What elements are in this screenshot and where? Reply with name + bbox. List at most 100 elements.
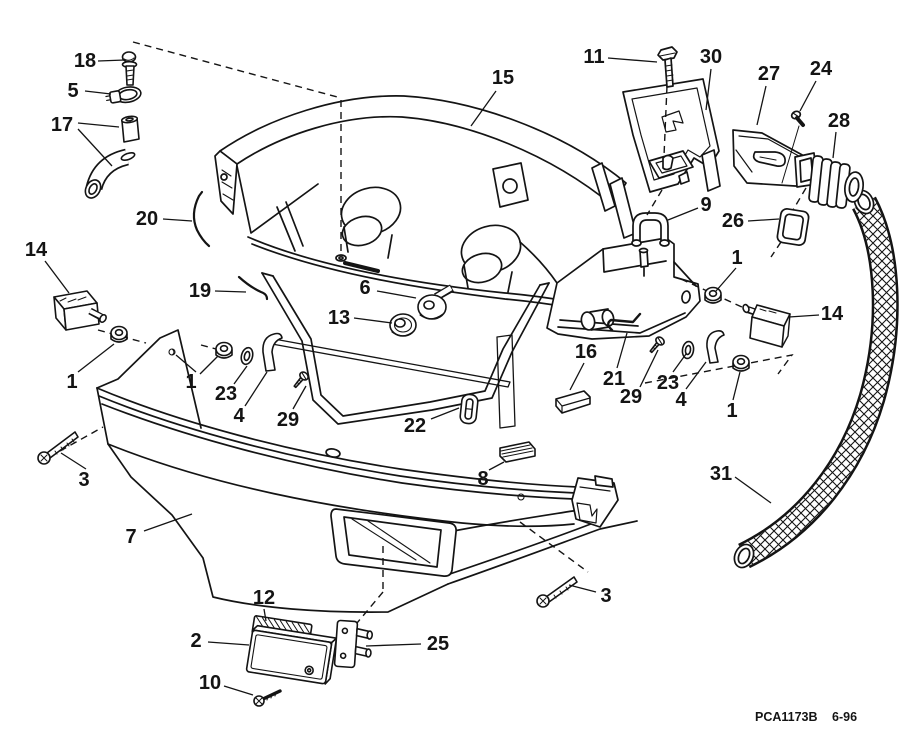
callout-5-1: 5 (67, 80, 78, 102)
part-18-screw (123, 52, 137, 85)
callout-18-0: 18 (74, 50, 96, 72)
callout-4-35: 4 (675, 389, 687, 411)
leader-line-1-8-0 (77, 343, 115, 373)
callout-15-21: 15 (492, 67, 514, 89)
leader-line-31-37-0 (734, 476, 772, 504)
callout-6-6: 6 (359, 277, 370, 299)
callout-1-8: 1 (66, 371, 77, 393)
callout-28-26: 28 (828, 110, 850, 132)
callout-24-25: 24 (810, 58, 833, 80)
leader-line-19-5-0 (214, 290, 247, 293)
leader-line-30-23-0 (705, 68, 712, 111)
part-31-water-hose (731, 187, 885, 570)
leader-line-17-2-1 (77, 128, 113, 167)
dash-bolt11-axis (646, 85, 668, 216)
leader-line-8-20-0 (488, 461, 505, 471)
callout-9-27: 9 (700, 194, 711, 216)
callout-12-15: 12 (253, 587, 275, 609)
part-24-screw (782, 110, 803, 183)
drawing-code: PCA1173B (755, 710, 818, 724)
leader-line-20-3-0 (162, 218, 193, 222)
part-21-latch-rod (608, 314, 640, 330)
part-3-bolt-left (38, 432, 78, 464)
part-16-block (556, 391, 590, 413)
part-17-hose-elbow (82, 115, 139, 200)
callout-1-9: 1 (185, 371, 196, 393)
dash-bolt3-right-axis (519, 521, 589, 573)
dash-right-lower-axis (644, 353, 794, 384)
callout-16-31: 16 (575, 341, 597, 363)
part-10-screw (254, 691, 280, 706)
leader-line-28-26-0 (832, 131, 837, 159)
part-26-gasket (777, 208, 810, 246)
callout-8-20: 8 (477, 468, 488, 490)
leader-line-1-36-0 (732, 371, 741, 401)
leader-line-14-4-0 (44, 260, 70, 294)
leader-line-1-29-0 (715, 267, 737, 292)
leader-line-3-38-0 (568, 584, 597, 593)
leader-line-9-27-0 (667, 207, 699, 221)
leader-line-10-17-0 (223, 685, 254, 696)
part-25-latch-bracket (334, 620, 373, 668)
part-23-washer-left (239, 346, 254, 365)
leader-line-23-34-0 (672, 353, 687, 373)
part-1-grommet-a (111, 327, 127, 343)
part-3-bolt-right (537, 577, 577, 607)
part-27-air-duct (733, 130, 817, 187)
part-28-bellows (809, 156, 865, 209)
leader-line-24-25-0 (799, 80, 817, 112)
callout-10-17: 10 (199, 672, 221, 694)
callout-1-36: 1 (726, 400, 737, 422)
leader-line-29-12-0 (292, 385, 307, 410)
part-13-grommet (390, 314, 416, 336)
part-29-screw-left (292, 370, 310, 389)
callout-1-29: 1 (731, 247, 742, 269)
callout-4-11: 4 (233, 405, 245, 427)
callout-25-18: 25 (427, 633, 449, 655)
callout-23-34: 23 (657, 372, 679, 394)
drawing-date: 6-96 (832, 710, 857, 724)
leader-line-6-6-0 (376, 290, 417, 299)
leader-line-3-13-0 (60, 452, 87, 470)
leader-line-23-10-0 (233, 365, 248, 385)
part-11-bolt (658, 47, 677, 87)
part-15-inner-cowl (215, 96, 648, 428)
leader-line-27-24-0 (756, 85, 767, 126)
callout-31-37: 31 (710, 463, 732, 485)
callout-27-24: 27 (758, 63, 780, 85)
part-bracket-assembly (520, 238, 700, 339)
leader-line-7-14-0 (143, 513, 193, 532)
callout-22-19: 22 (404, 415, 426, 437)
callout-17-2: 17 (51, 114, 73, 136)
leader-line-12-15-0 (263, 608, 267, 622)
leader-line-21-32-0 (616, 332, 628, 369)
leader-line-22-19-0 (430, 407, 460, 420)
dash-bolt3-left-axis (59, 426, 104, 452)
callout-21-32: 21 (603, 368, 625, 390)
part-4-clip-left (263, 334, 282, 372)
diagram-artwork (97, 47, 885, 612)
part-20-wire (194, 192, 209, 246)
part-19-wire (239, 277, 267, 299)
leader-line-17-2-0 (77, 122, 120, 128)
leader-line-11-22-0 (607, 57, 658, 63)
callout-11-22: 11 (583, 46, 604, 68)
part-1-grommet-c (705, 288, 721, 304)
part-4-clip-right (707, 331, 724, 363)
callout-26-28: 26 (722, 210, 744, 232)
part-9-hook (632, 213, 669, 246)
part-1-grommet-d (733, 356, 749, 372)
dash-duct-gasket-axis (770, 187, 807, 258)
callout-30-23: 30 (700, 46, 722, 68)
callout-23-10: 23 (215, 383, 237, 405)
callout-14-30: 14 (821, 303, 844, 325)
part-5-hose-clamp (105, 85, 142, 106)
part-rear-support-fins (592, 163, 636, 238)
leader-line-16-31-0 (569, 362, 585, 391)
callout-13-7: 13 (328, 307, 350, 329)
part-30-panel (623, 79, 720, 192)
small-parts (38, 52, 790, 706)
dash-screw18-axis (132, 41, 342, 99)
leader-line-18-0-0 (97, 59, 126, 62)
